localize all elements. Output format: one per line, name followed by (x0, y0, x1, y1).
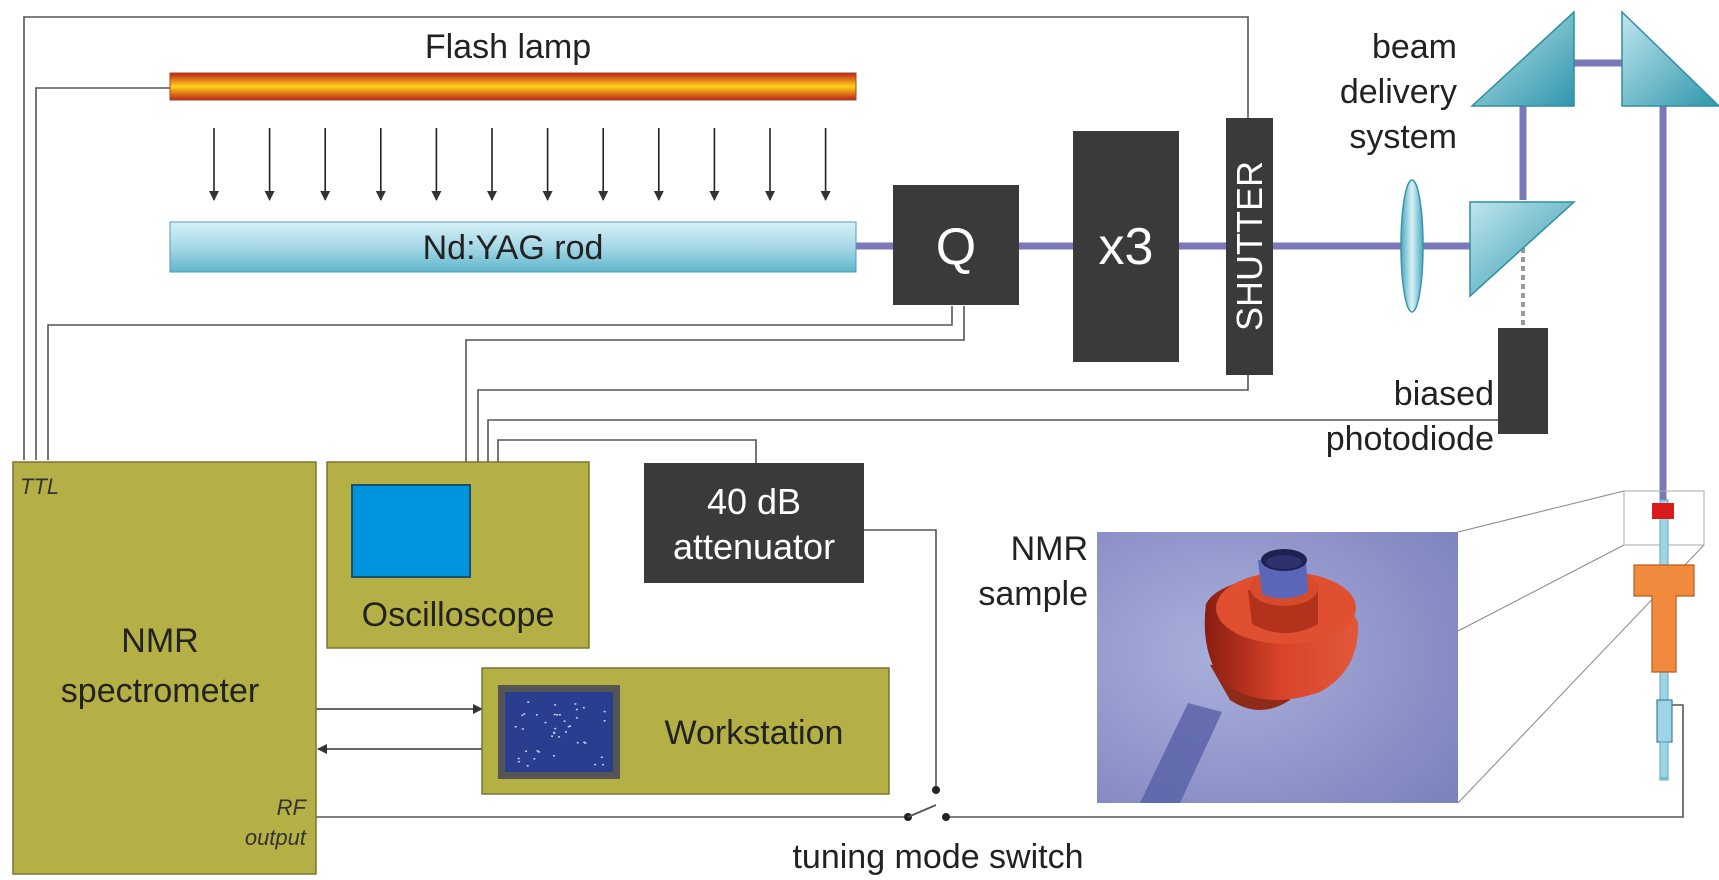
screen-dot (514, 726, 517, 728)
wire-qswitch-scope (465, 306, 965, 462)
wire-photodiode-scope (487, 419, 1498, 462)
biased-photodiode (1498, 328, 1548, 434)
prism-upper-left (1470, 10, 1575, 107)
beam-delivery-label-2: delivery (1340, 73, 1457, 111)
q-switch-box (893, 185, 1019, 305)
screen-dot (551, 735, 554, 737)
wire-ttl-qswitch (47, 306, 953, 460)
pump-light-arrows (209, 128, 831, 201)
photodiode-label-1: biased (1394, 375, 1494, 413)
wire-ttl-shutter (23, 16, 1249, 460)
nmr-probe (1633, 499, 1695, 781)
screen-dot (583, 741, 586, 744)
screen-dot (552, 731, 555, 734)
oscilloscope-screen (351, 484, 471, 578)
sample-cap-marker (1652, 503, 1674, 519)
wire-switch-probe (946, 704, 1684, 818)
ttl-label: TTL (20, 474, 59, 499)
tripler-box (1073, 131, 1179, 362)
probe-holder (1633, 564, 1695, 673)
screen-dot (602, 763, 605, 766)
screen-dot (536, 750, 539, 752)
shutter-label: SHUTTER (1229, 161, 1270, 331)
screen-dot (527, 701, 530, 703)
flash-lamp-label: Flash lamp (425, 28, 591, 66)
screen-dot (535, 714, 538, 716)
screen-dot (517, 757, 520, 760)
nmr-sample-label-1: NMR (1011, 530, 1088, 568)
wire-ttl-lamp (35, 87, 170, 460)
screen-dot (594, 763, 597, 766)
screen-dot (525, 750, 528, 753)
screen-dot (575, 717, 578, 719)
screen-dot (567, 725, 570, 728)
screen-dot (558, 736, 561, 738)
screen-dot (526, 765, 529, 767)
beam-delivery-label-1: beam (1372, 28, 1457, 66)
screen-dot (554, 704, 557, 706)
screen-dot (563, 720, 566, 722)
tripler-label: x3 (1099, 218, 1154, 276)
screen-dot (603, 720, 606, 722)
screen-dot (517, 760, 520, 763)
prism-lower (1469, 201, 1576, 298)
screen-dot (558, 713, 561, 716)
screen-dot (600, 756, 603, 759)
q-switch-label: Q (936, 218, 976, 276)
screen-dot (553, 713, 556, 716)
screen-dot (584, 742, 587, 744)
spectrometer-label-1: NMR (121, 622, 198, 660)
screen-dot (556, 714, 559, 716)
screen-dot (574, 703, 577, 705)
workstation-screen (505, 692, 613, 772)
screen-dot (544, 721, 547, 724)
screen-dot (521, 714, 524, 717)
prism-upper-right (1621, 10, 1719, 107)
workstation-screen-dots (514, 701, 606, 767)
rod-label: Nd:YAG rod (423, 229, 604, 267)
nd-yag-rod (169, 221, 857, 273)
spectrometer-label-2: spectrometer (61, 672, 259, 710)
screen-dot (576, 741, 579, 744)
wire-scope-attenuator (497, 439, 757, 463)
screen-dot (533, 758, 536, 760)
rf-label-2: output (245, 825, 307, 850)
screen-dot (537, 751, 540, 753)
screen-dot (582, 706, 585, 709)
photodiode-label-2: photodiode (1326, 420, 1494, 458)
focusing-lens (1400, 179, 1424, 313)
attenuator-box (644, 463, 864, 583)
flash-lamp (169, 72, 857, 101)
screen-dot (553, 755, 556, 757)
attenuator-label-2: attenuator (673, 526, 835, 567)
screen-dot (603, 710, 606, 713)
oscilloscope-label: Oscilloscope (362, 596, 555, 634)
nmr-sample-inset (1097, 490, 1705, 804)
tuning-mode-switch (904, 786, 950, 821)
attenuator-label-1: 40 dB (707, 481, 801, 522)
wire-attenuator-switch (864, 529, 937, 788)
screen-dot (564, 731, 567, 733)
tuning-switch-label: tuning mode switch (792, 838, 1083, 876)
rf-label-1: RF (277, 795, 308, 820)
signal-wires (23, 16, 1684, 818)
shutter-box (1226, 118, 1273, 375)
screen-dot (523, 713, 526, 715)
workstation-label: Workstation (665, 714, 844, 752)
screen-dot (569, 725, 572, 727)
screen-dot (521, 728, 524, 730)
beam-delivery-label-3: system (1349, 118, 1457, 156)
nmr-spectrometer-box (12, 461, 317, 875)
nmr-sample-label-2: sample (978, 575, 1088, 613)
screen-dot (554, 727, 557, 730)
wire-shutter-scope (477, 375, 1249, 462)
probe-coil (1656, 699, 1673, 743)
screen-dot (575, 708, 578, 711)
